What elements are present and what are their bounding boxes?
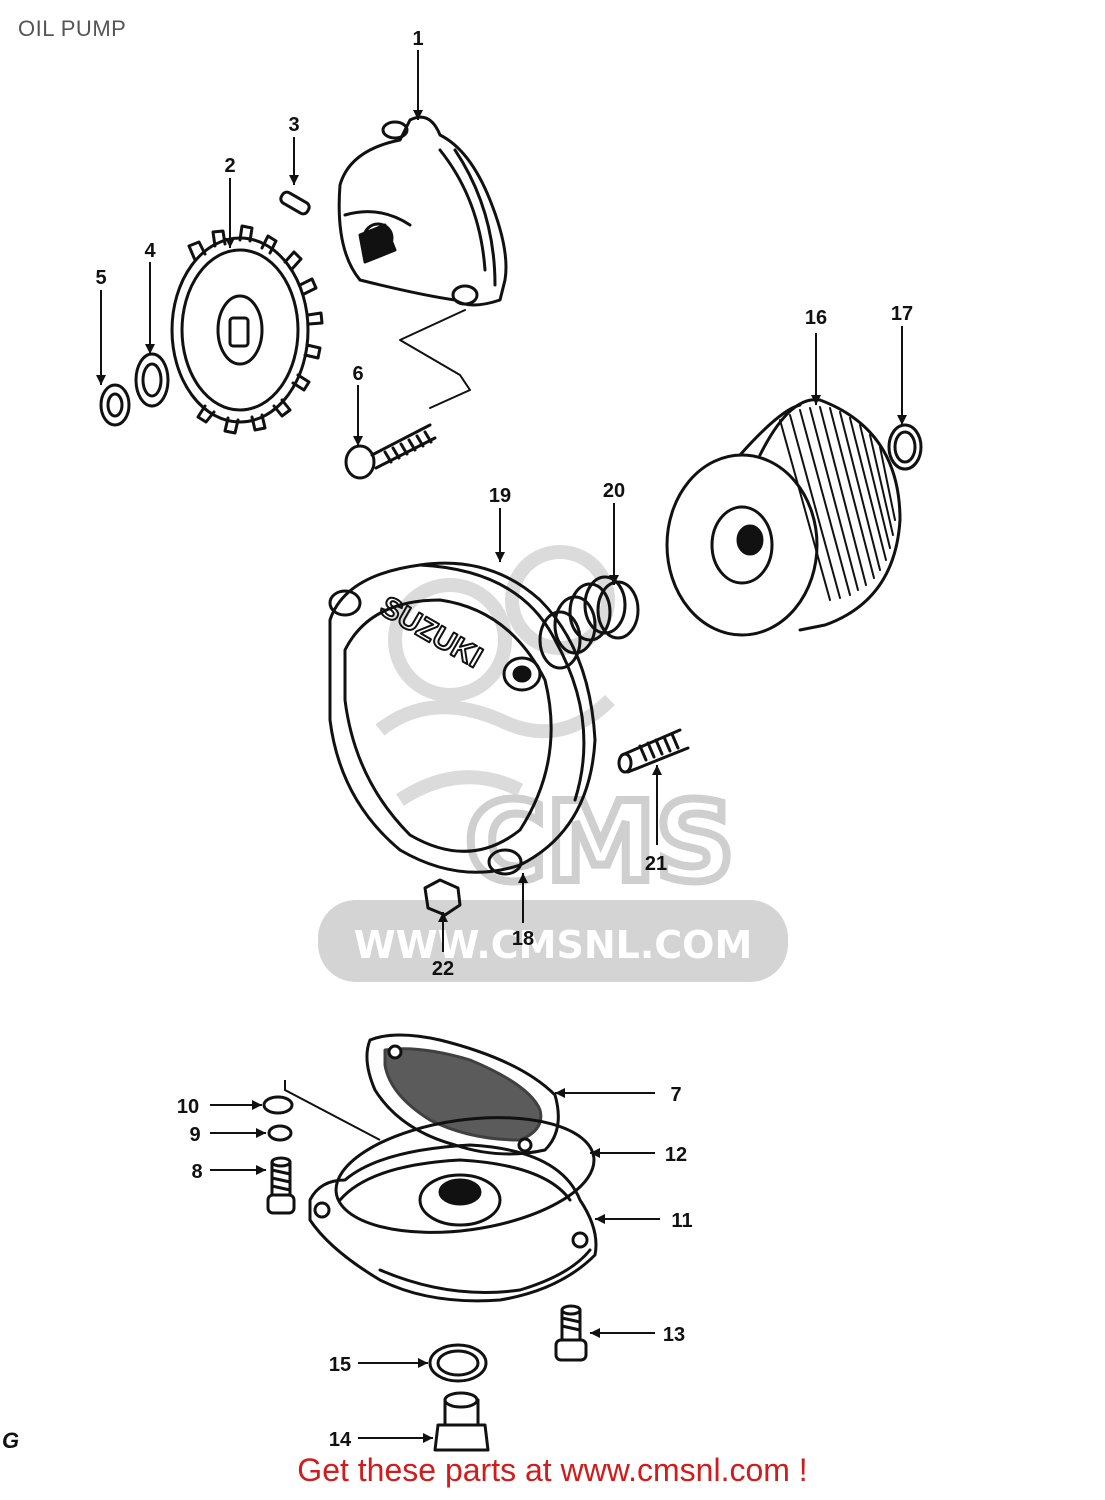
- callout-20: 20: [603, 480, 625, 502]
- part-1-pump-body: [337, 115, 508, 307]
- callout-16: 16: [805, 307, 827, 329]
- part-16-oil-filter: [665, 398, 902, 637]
- part-4-washer: [134, 352, 170, 408]
- callout-numbers: 1 2 3 4 5 6 7 8 9 10 11 12 13 14 15 16 1…: [95, 28, 913, 1451]
- callout-22: 22: [432, 958, 454, 980]
- part-11-oil-pan: [308, 1143, 598, 1303]
- corner-stamp: G: [2, 1428, 19, 1453]
- callout-6: 6: [352, 363, 363, 385]
- part-13-bolt: [554, 1304, 588, 1362]
- callout-15: 15: [329, 1354, 351, 1376]
- part-20-spring: [538, 575, 640, 670]
- callout-21: 21: [645, 853, 667, 875]
- callout-7: 7: [670, 1084, 681, 1106]
- leader-lines: [100, 50, 903, 1439]
- watermark-logo: CMS WWW.CMSNL.COM: [318, 774, 788, 982]
- callout-11: 11: [671, 1210, 692, 1232]
- part-22-nut: [423, 878, 462, 917]
- part-10-washer: [262, 1095, 294, 1115]
- part-9-washer: [267, 1124, 293, 1142]
- watermark-text: WWW.CMSNL.COM: [354, 923, 753, 967]
- callout-9: 9: [189, 1124, 200, 1146]
- callout-14: 14: [329, 1429, 352, 1451]
- part-12-o-ring: [334, 1116, 596, 1234]
- callout-17: 17: [891, 303, 913, 325]
- part-3-pin: [279, 190, 311, 216]
- callout-5: 5: [95, 267, 106, 289]
- part-6-screw: [344, 423, 437, 480]
- part-14-drain-plug: [433, 1391, 490, 1452]
- part-21-stud: [617, 728, 690, 774]
- watermark: [375, 545, 615, 806]
- callout-10: 10: [177, 1096, 199, 1118]
- part-17-o-ring: [887, 423, 923, 471]
- svg-text:CMS: CMS: [465, 778, 734, 906]
- callout-1: 1: [412, 28, 423, 50]
- part-5-circlip: [99, 383, 131, 427]
- part-15-washer: [428, 1343, 488, 1383]
- callout-13: 13: [663, 1324, 685, 1346]
- callout-12: 12: [665, 1144, 687, 1166]
- leader-6-dashed: [399, 309, 471, 409]
- callout-3: 3: [288, 114, 299, 136]
- callout-18: 18: [512, 928, 534, 950]
- page-title: OIL PUMP: [18, 16, 127, 41]
- callout-19: 19: [489, 485, 511, 507]
- callout-2: 2: [224, 155, 235, 177]
- part-2-gear: [170, 224, 324, 435]
- part-8-bolt: [266, 1156, 296, 1215]
- leader-arrows: [96, 110, 907, 1443]
- callout-8: 8: [191, 1161, 202, 1183]
- footer-link-text[interactable]: Get these parts at www.cmsnl.com !: [297, 1452, 808, 1488]
- callout-4: 4: [144, 240, 156, 262]
